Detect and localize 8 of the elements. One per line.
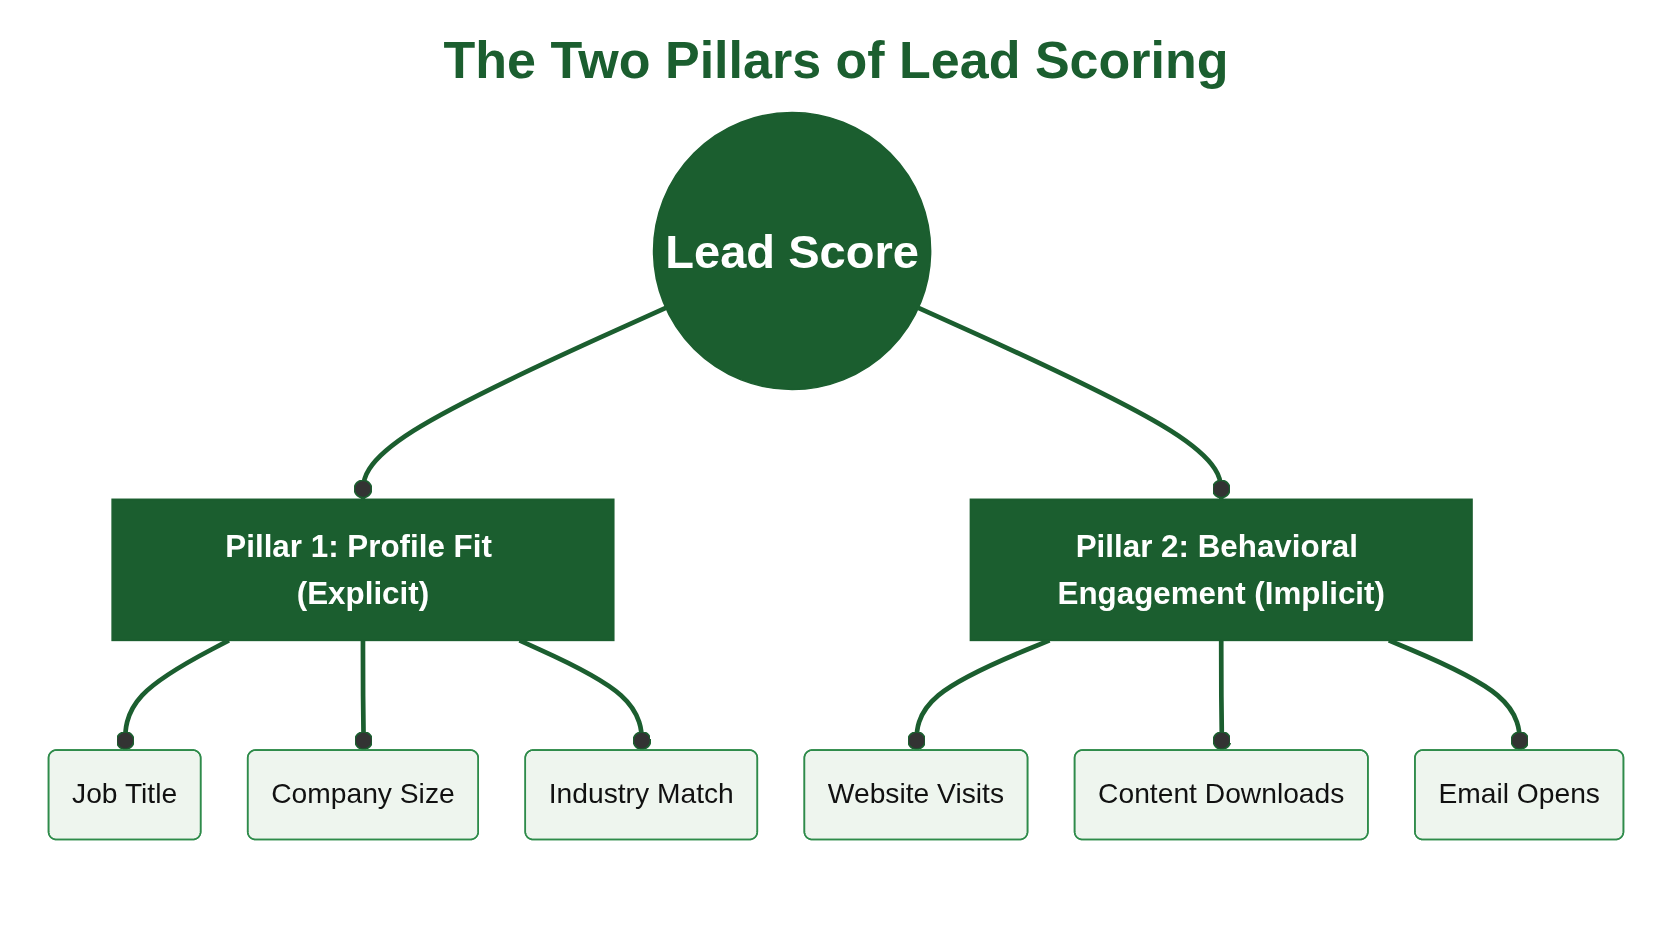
connector	[917, 305, 1231, 500]
connector	[1212, 640, 1232, 751]
node-circle: Lead Score	[652, 111, 932, 391]
connector	[354, 640, 374, 751]
node-box: Pillar 2: Behavioral Engagement (Implicit)	[969, 498, 1473, 642]
connector	[353, 305, 667, 500]
title: The Two Pillars of Lead Scoring	[442, 30, 1230, 90]
node-box: Pillar 1: Profile Fit (Explicit)	[111, 498, 615, 642]
